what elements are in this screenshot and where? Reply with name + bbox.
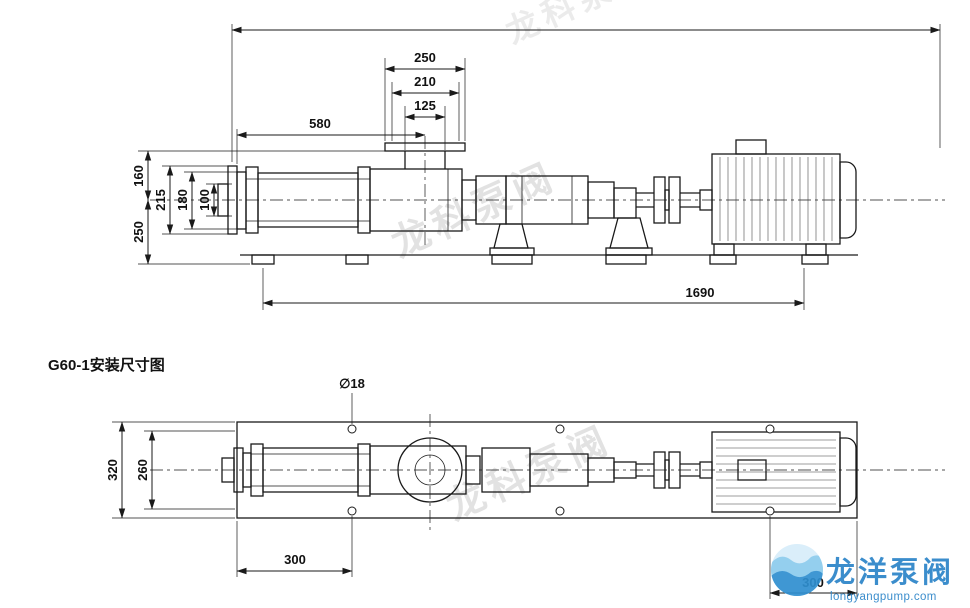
dim-label-210: 210 [414, 74, 436, 89]
dim-label-250-vertical: 250 [131, 221, 146, 243]
brand-url: longyangpump.com [830, 591, 937, 603]
dim-label-hole-diameter: ∅18 [339, 376, 365, 391]
dim-label-300-left: 300 [284, 552, 306, 567]
motor-terminal-box-plan [737, 459, 767, 481]
anchor-hole [555, 506, 565, 516]
anchor-hole [765, 424, 775, 434]
plan-view-geometry [150, 414, 945, 530]
plan-view-dimensions: ∅18 320 260 300 300 [105, 376, 858, 599]
motor-foot-left [713, 243, 735, 256]
wave-circle-icon [771, 544, 823, 596]
watermark-text-top: 龙科泵阀 [500, 0, 658, 50]
side-view-dimensions: 250 210 125 580 160 215 180 100 [131, 24, 941, 310]
port-flange-circle [397, 437, 463, 503]
dim-label-215: 215 [153, 189, 168, 211]
port-flange [384, 142, 466, 152]
motor-end-cap-plan [839, 437, 857, 507]
page-title: G60-1安装尺寸图 [48, 356, 165, 374]
base-plate [236, 421, 858, 519]
dim-label-180: 180 [175, 189, 190, 211]
brand-name: 龙洋泵阀 [826, 555, 954, 589]
dim-label-125: 125 [414, 98, 436, 113]
coupling-half-right [668, 176, 681, 224]
dim-label-320: 320 [105, 459, 120, 481]
support-foot-2 [609, 217, 649, 249]
dim-label-1690: 1690 [686, 285, 715, 300]
port-bore-circle [414, 454, 446, 486]
side-view-geometry [150, 136, 945, 265]
watermark-text-side-view: 龙科泵阀 [386, 156, 564, 266]
dim-label-160: 160 [131, 165, 146, 187]
motor-foot-right [805, 243, 827, 256]
support-foot-1 [493, 223, 529, 249]
dim-label-100: 100 [197, 189, 212, 211]
motor-end-cap [839, 161, 857, 239]
brand-watermark: 龙洋泵阀 longyangpump.com [771, 544, 954, 603]
motor-fins-plan [716, 439, 836, 505]
motor-terminal-box [735, 139, 767, 155]
dim-label-580: 580 [309, 116, 331, 131]
anchor-hole [347, 506, 357, 516]
dim-label-250: 250 [414, 50, 436, 65]
anchor-hole [555, 424, 565, 434]
dim-label-260: 260 [135, 459, 150, 481]
anchor-hole [347, 424, 357, 434]
motor-fins [719, 157, 833, 241]
suction-flange-inner [236, 171, 247, 230]
anchor-hole [765, 506, 775, 516]
